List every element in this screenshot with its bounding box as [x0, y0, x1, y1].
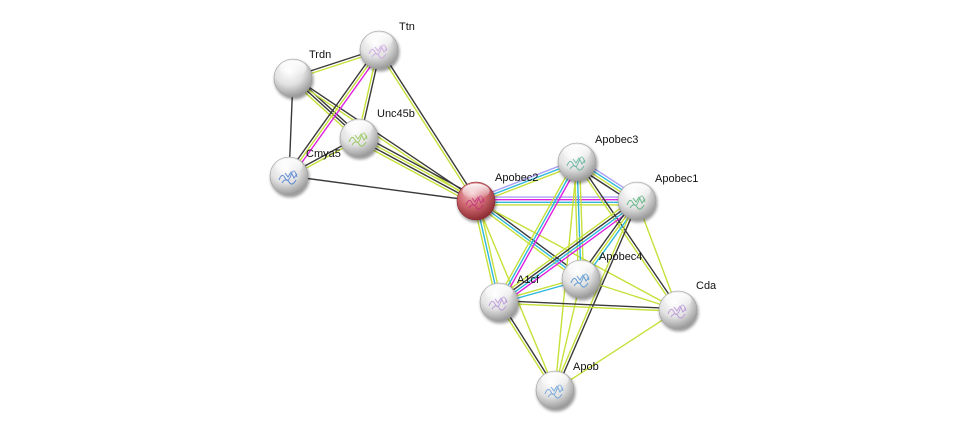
node-trdn[interactable]: Trdn [273, 49, 331, 98]
node-label: Apobec2 [495, 172, 538, 184]
edge-strand-textmining [288, 49, 380, 177]
edge-a1cf-cda[interactable] [498, 300, 679, 312]
node-cmya5[interactable]: Cmya5 [269, 148, 341, 196]
node-ttn[interactable]: Ttn [359, 21, 415, 70]
edge-trdn-apobec2[interactable] [291, 76, 478, 203]
edge-apobec3-a1cf[interactable] [496, 160, 580, 304]
edge-unc45b-apobec2[interactable] [356, 133, 479, 206]
node-gloss [275, 158, 303, 174]
edge-strand-coexpression [360, 133, 479, 199]
edge-strand-textmining [377, 50, 476, 203]
node-cda[interactable]: Cda [658, 280, 717, 330]
node-label: Ttn [399, 21, 415, 33]
edge-strand-textmining [553, 200, 637, 390]
edge-strand-textmining [496, 160, 576, 302]
edge-strand-textmining [474, 202, 580, 282]
node-apob[interactable]: Apob [535, 361, 599, 410]
node-label: Cmya5 [306, 148, 341, 160]
edge-strand-textmining [291, 78, 476, 203]
edge-cmya5-apobec2[interactable] [288, 175, 477, 202]
edge-apobec1-apob[interactable] [553, 200, 639, 391]
node-gloss [345, 120, 373, 136]
node-gloss [462, 183, 490, 199]
edge-strand-databases [576, 161, 582, 280]
edge-strand-textmining [496, 197, 636, 300]
edge-apobec1-cda[interactable] [636, 200, 679, 311]
node-label: A1cf [517, 274, 540, 286]
node-gloss [623, 183, 651, 199]
edge-strand-coexpression [293, 76, 478, 201]
edge-strand-experiments [290, 51, 382, 178]
edge-ttn-apobec2[interactable] [377, 48, 478, 203]
edge-strand-coexpression [379, 48, 478, 201]
edge-strand-databases [475, 200, 582, 280]
edge-strand-coexpression [555, 201, 639, 391]
edge-strand-databases [499, 201, 639, 304]
edge-strand-coexpression [499, 300, 679, 310]
edge-strand-textmining [356, 140, 475, 206]
node-label: Apobec3 [595, 134, 638, 146]
edge-strand-textmining [359, 136, 477, 201]
node-gloss [563, 144, 591, 160]
node-label: Trdn [309, 49, 331, 61]
node-unc45b[interactable]: Unc45b [339, 108, 415, 158]
node-label: Apobec4 [599, 251, 642, 263]
node-label: Unc45b [377, 108, 415, 120]
edge-strand-databases [498, 161, 578, 303]
edge-strand-textmining [498, 302, 678, 312]
node-apobec1[interactable]: Apobec1 [617, 173, 698, 221]
node-gloss [664, 292, 692, 308]
node-apobec4[interactable]: Apobec4 [561, 251, 642, 299]
edge-apobec3-cda[interactable] [575, 160, 680, 312]
node-label: Apob [573, 361, 599, 373]
edge-strand-coexpression [577, 160, 680, 310]
edge-strand-textmining [554, 309, 679, 391]
edge-strand-textmining [575, 162, 678, 312]
node-gloss [567, 261, 595, 277]
edge-strand-textmining [578, 161, 585, 279]
node-apobec2[interactable]: Apobec2 [456, 172, 538, 221]
edge-strand-experiments [500, 162, 580, 304]
node-label: Cda [696, 280, 717, 292]
node-apobec3[interactable]: Apobec3 [557, 134, 638, 182]
node-gloss [541, 372, 569, 388]
edge-strand-experiments [500, 203, 640, 306]
edge-strand-coexpression [358, 138, 476, 203]
node-a1cf[interactable]: A1cf [479, 274, 540, 322]
node-label: Apobec1 [655, 173, 698, 185]
edge-strand-coexpression [497, 199, 637, 302]
edge-strand-coexpression [288, 175, 477, 202]
edge-cda-apob[interactable] [554, 309, 679, 391]
node-gloss [279, 60, 307, 76]
edge-apobec1-a1cf[interactable] [496, 197, 640, 306]
node-gloss [365, 32, 393, 48]
node-gloss [485, 284, 513, 300]
edge-strand-coexpression [286, 48, 378, 175]
edge-strand-textmining [636, 200, 679, 311]
edge-layer [286, 48, 680, 392]
edge-ttn-cmya5[interactable] [286, 48, 382, 178]
